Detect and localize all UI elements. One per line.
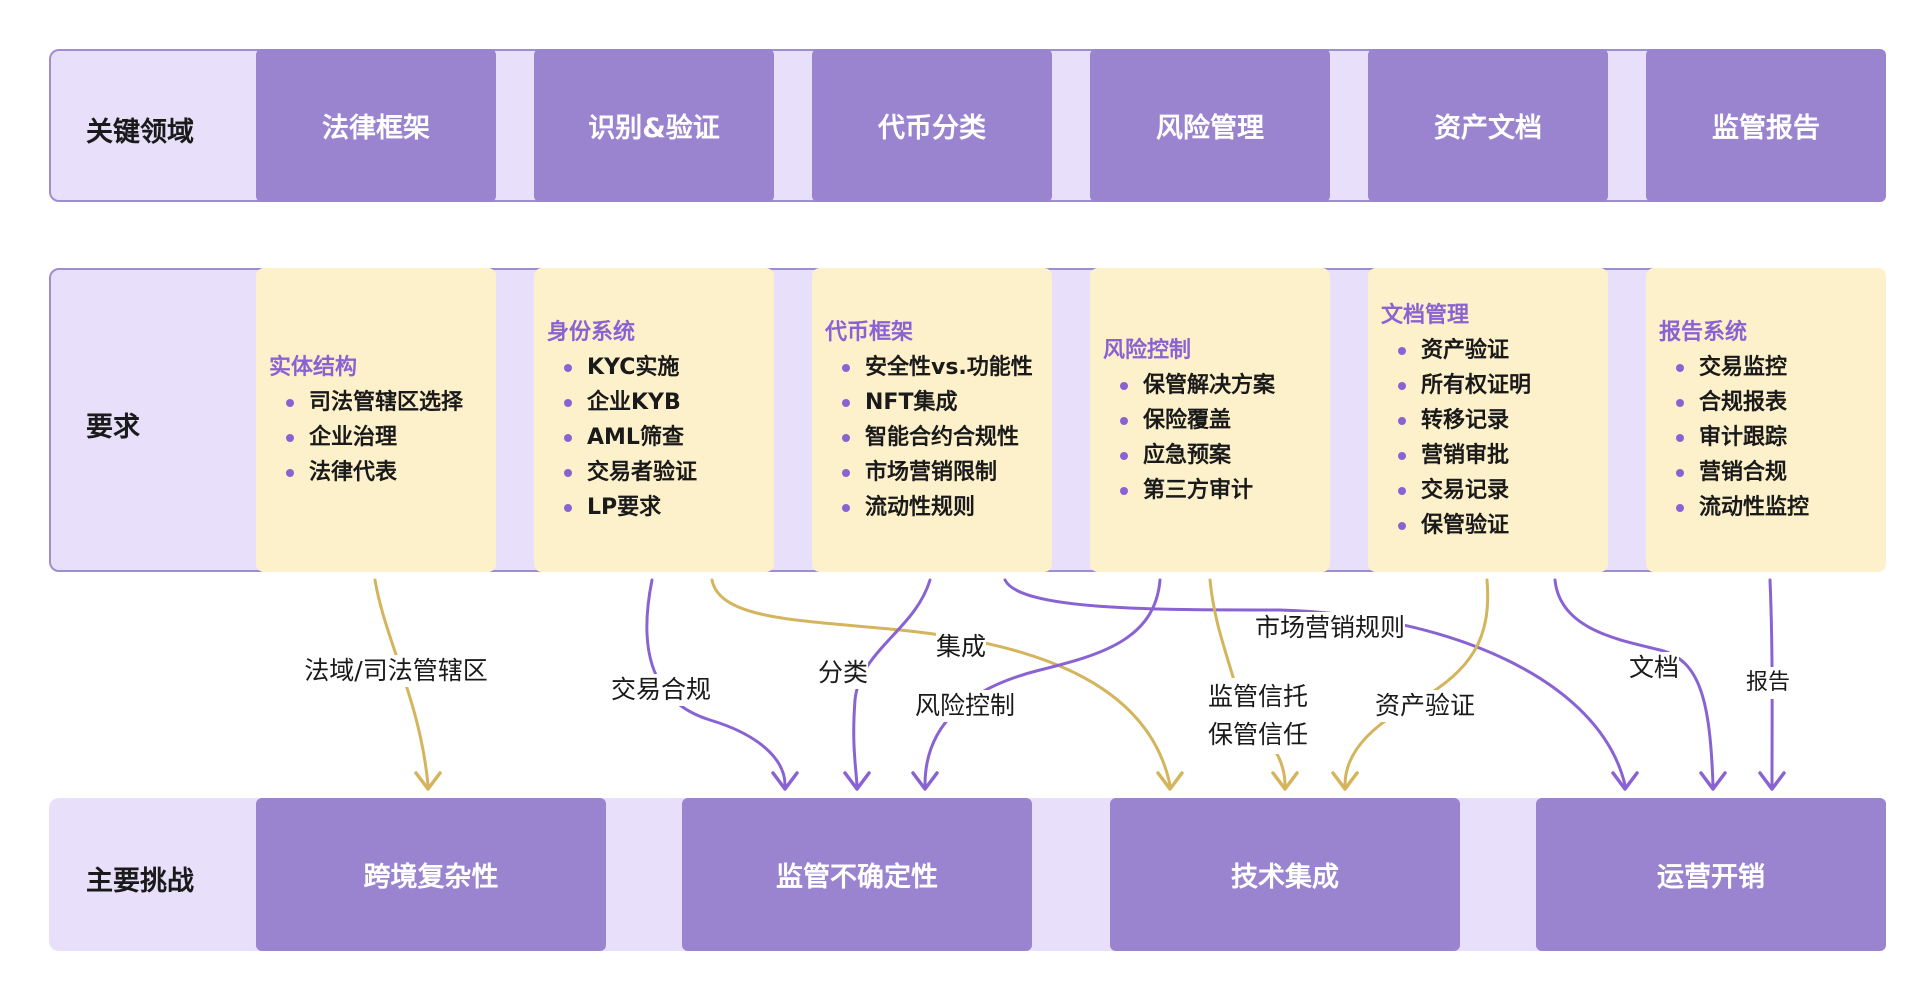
requirement-item: 流动性监控 — [1659, 490, 1886, 525]
arrowhead — [1156, 771, 1184, 791]
requirement-item: 法律代表 — [269, 455, 496, 490]
requirement-item: 资产验证 — [1381, 333, 1608, 368]
requirement-item: 第三方审计 — [1103, 473, 1330, 508]
requirement-item: 智能合约合规性 — [825, 420, 1052, 455]
requirement-item: 所有权证明 — [1381, 368, 1608, 403]
arrowhead — [843, 771, 871, 791]
challenge-cross-border-complexity: 跨境复杂性 — [256, 798, 606, 951]
flow-label-marketing-rules: 市场营销规则 — [1254, 612, 1406, 644]
requirement-item: LP要求 — [547, 490, 774, 525]
flow-integration — [710, 578, 1172, 787]
arrowhead — [1758, 771, 1786, 791]
domain-asset-documentation: 资产文档 — [1368, 49, 1608, 202]
requirement-card-risk-control: 风险控制 保管解决方案 保险覆盖 应急预案 第三方审计 — [1090, 268, 1330, 572]
domain-risk-management: 风险管理 — [1090, 49, 1330, 202]
flow-label-risk-control: 风险控制 — [914, 690, 1016, 722]
flow-marketing-rules — [1003, 578, 1627, 787]
requirement-card-token-framework: 代币框架 安全性vs.功能性 NFT集成 智能合约合规性 市场营销限制 流动性规… — [812, 268, 1052, 572]
requirement-card-title: 代币框架 — [825, 320, 914, 345]
requirement-item: 转移记录 — [1381, 403, 1608, 438]
domain-token-classification: 代币分类 — [812, 49, 1052, 202]
requirement-item: 安全性vs.功能性 — [825, 350, 1052, 385]
flow-label-integration: 集成 — [935, 631, 987, 663]
domain-regulatory-reporting: 监管报告 — [1646, 49, 1886, 202]
flow-documentation — [1553, 578, 1715, 787]
challenges-row-label: 主要挑战 — [86, 866, 194, 897]
challenge-regulatory-uncertainty: 监管不确定性 — [682, 798, 1032, 951]
requirement-card-title: 风险控制 — [1103, 337, 1192, 363]
arrowhead — [771, 771, 799, 791]
requirement-item: 企业KYB — [547, 385, 774, 420]
requirement-card-title: 文档管理 — [1381, 302, 1470, 328]
arrowhead — [911, 771, 939, 791]
arrowhead — [1611, 771, 1639, 791]
flow-trading-compliance — [645, 578, 787, 787]
flow-asset-verification — [1343, 578, 1490, 787]
flow-classification — [852, 578, 932, 787]
requirement-item: 司法管辖区选择 — [269, 385, 496, 420]
requirement-item: 审计跟踪 — [1659, 420, 1886, 455]
arrowhead — [414, 771, 442, 791]
flow-label-line: 监管信托 — [1207, 682, 1309, 711]
requirement-item: 交易监控 — [1659, 350, 1886, 385]
flow-risk-control — [923, 578, 1162, 787]
requirement-item: 保管解决方案 — [1103, 368, 1330, 403]
requirement-card-entity-structure: 实体结构 司法管辖区选择 企业治理 法律代表 — [256, 268, 496, 572]
flow-label-asset-verification: 资产验证 — [1374, 690, 1476, 722]
requirement-item: 市场营销限制 — [825, 455, 1052, 490]
requirement-item: 交易者验证 — [547, 455, 774, 490]
challenge-operational-overhead: 运营开销 — [1536, 798, 1886, 951]
flow-label-documentation: 文档 — [1628, 652, 1680, 684]
requirement-card-title: 实体结构 — [269, 355, 358, 380]
requirement-item: 流动性规则 — [825, 490, 1052, 525]
requirements-row-label: 要求 — [86, 412, 140, 443]
arrowhead — [1331, 771, 1359, 791]
requirement-item: KYC实施 — [547, 350, 774, 385]
requirement-item: 交易记录 — [1381, 473, 1608, 508]
requirement-item: 营销合规 — [1659, 455, 1886, 490]
requirement-item: 应急预案 — [1103, 438, 1330, 473]
requirement-card-document-management: 文档管理 资产验证 所有权证明 转移记录 营销审批 交易记录 保管验证 — [1368, 268, 1608, 572]
flow-label-reporting: 报告 — [1745, 667, 1791, 699]
domain-identity-verification: 识别&验证 — [534, 49, 774, 202]
flow-label-trading-compliance: 交易合规 — [610, 674, 712, 706]
requirement-item: 保管验证 — [1381, 508, 1608, 543]
requirement-item: 企业治理 — [269, 420, 496, 455]
arrowhead — [1699, 771, 1727, 791]
flow-label-line: 保管信任 — [1207, 720, 1309, 749]
flow-label-jurisdiction: 法域/司法管辖区 — [304, 655, 488, 687]
requirement-card-reporting-system: 报告系统 交易监控 合规报表 审计跟踪 营销合规 流动性监控 — [1646, 268, 1886, 572]
requirement-item: 营销审批 — [1381, 438, 1608, 473]
domain-legal-framework: 法律框架 — [256, 49, 496, 202]
flow-label-classification: 分类 — [817, 657, 869, 689]
arrowhead — [1271, 771, 1299, 791]
requirement-card-title: 报告系统 — [1659, 320, 1748, 345]
domains-row-label: 关键领域 — [86, 117, 194, 148]
challenge-technical-integration: 技术集成 — [1110, 798, 1460, 951]
requirement-card-identity-system: 身份系统 KYC实施 企业KYB AML筛查 交易者验证 LP要求 — [534, 268, 774, 572]
requirement-card-title: 身份系统 — [547, 320, 636, 345]
requirement-item: NFT集成 — [825, 385, 1052, 420]
requirement-item: 合规报表 — [1659, 385, 1886, 420]
requirement-item: 保险覆盖 — [1103, 403, 1330, 438]
requirement-item: AML筛查 — [547, 420, 774, 455]
flow-label-custody-trust: 监管信托 保管信任 — [1207, 678, 1309, 754]
